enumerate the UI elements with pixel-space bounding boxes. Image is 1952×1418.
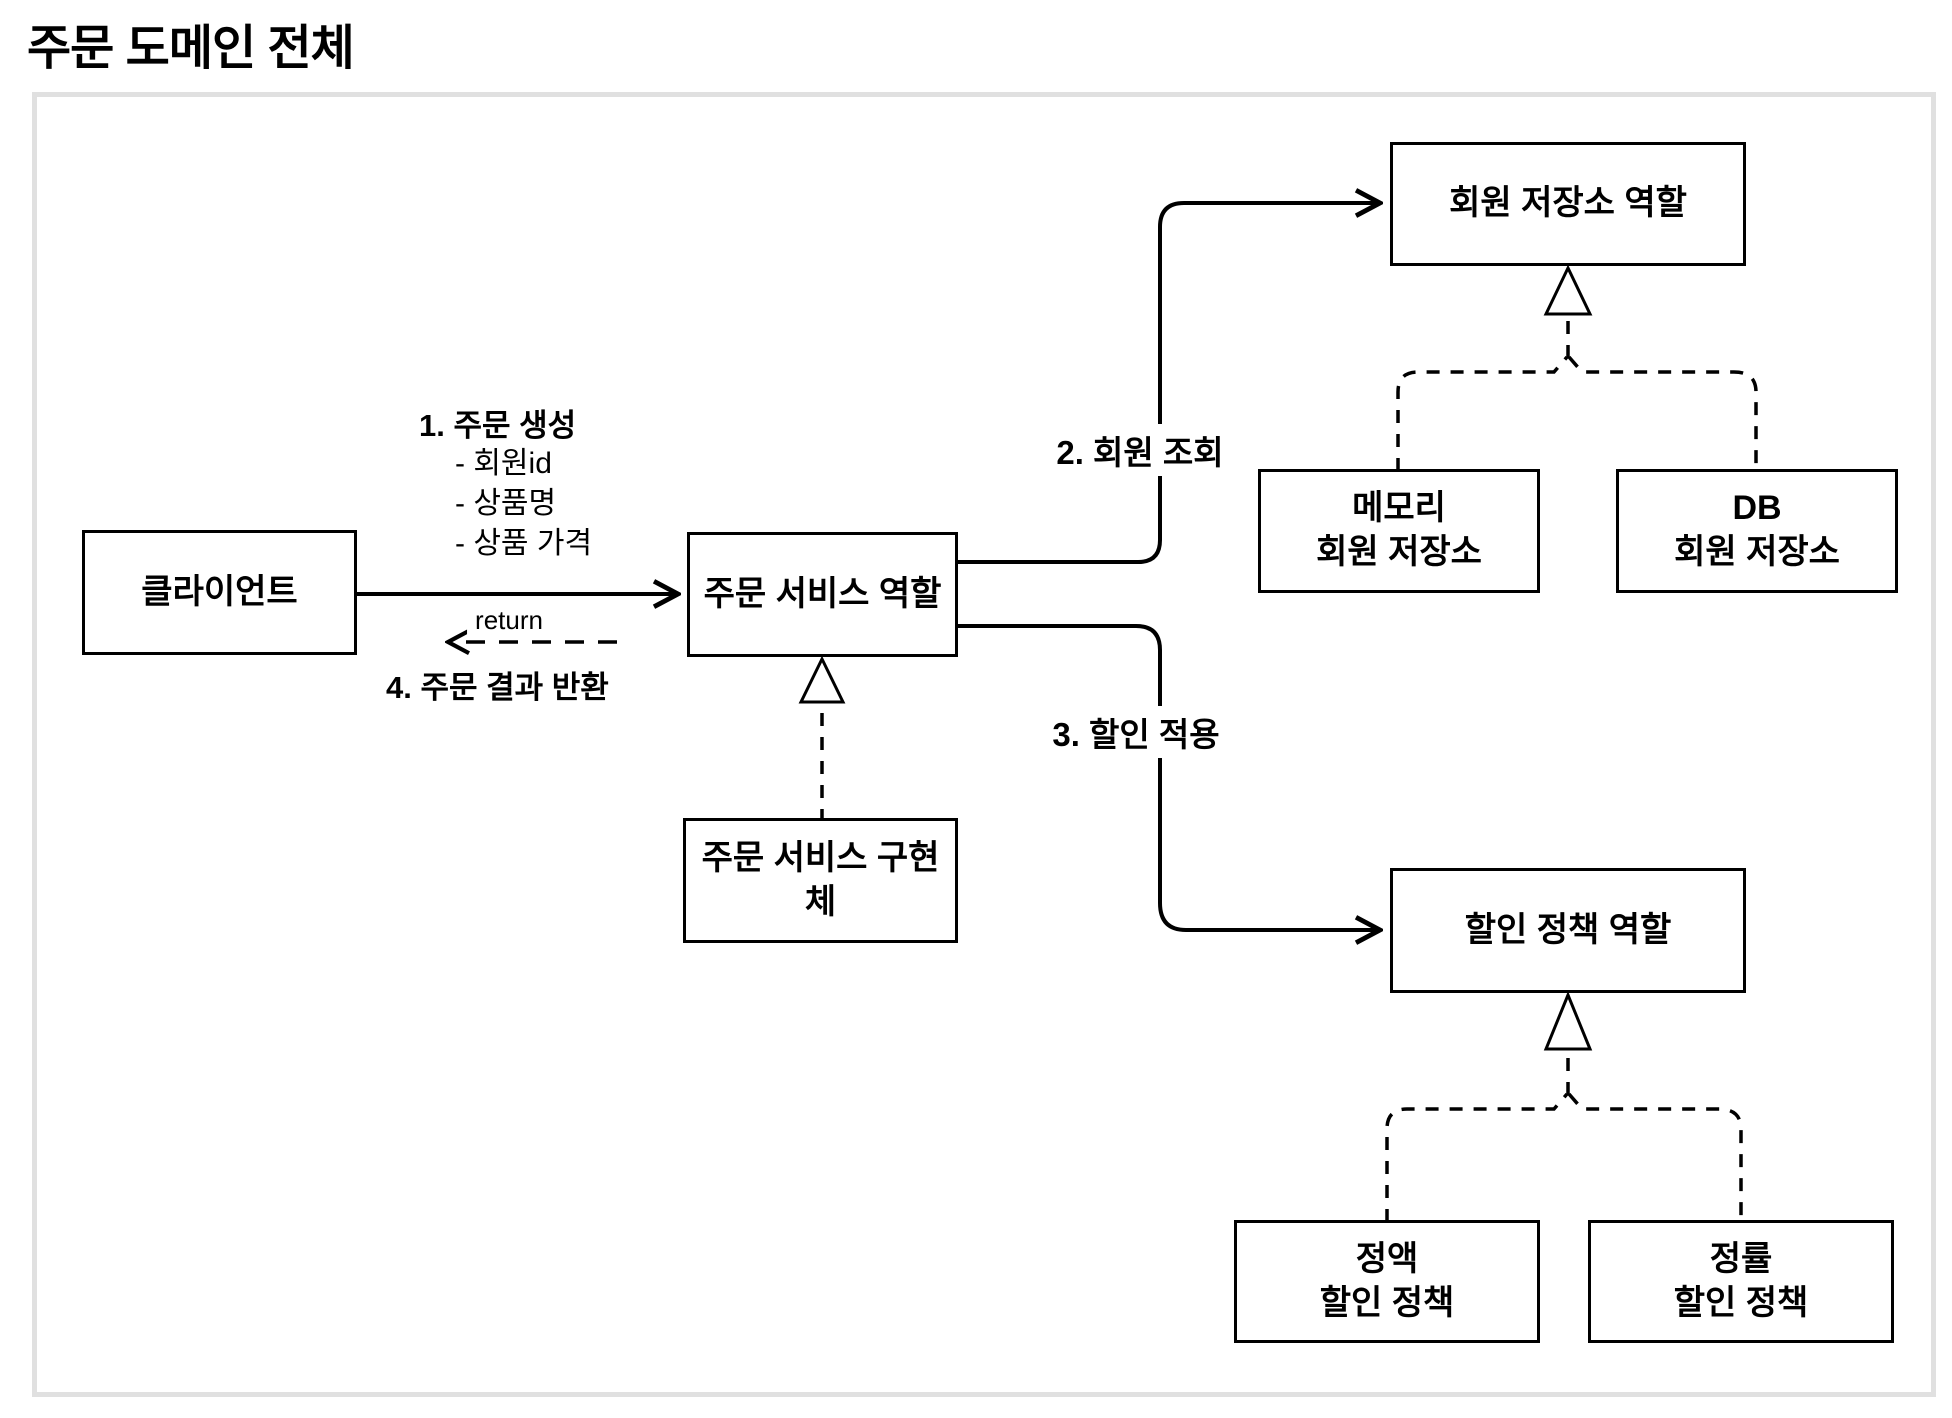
- node-db-member-repo-line2: 회원 저장소: [1674, 533, 1840, 571]
- node-member-repo-role: 회원 저장소 역할: [1390, 142, 1746, 266]
- node-db-member-repo: DB 회원 저장소: [1616, 469, 1898, 593]
- realization-triangle-order: [798, 655, 846, 704]
- node-rate-discount-policy: 정률 할인 정책: [1588, 1220, 1894, 1343]
- edge-label-return: return: [467, 605, 551, 636]
- node-order-service-impl: 주문 서비스 구현체: [683, 818, 958, 943]
- edge-label-find-member: 2. 회원 조회: [1046, 424, 1234, 476]
- rate-policy-realization-line: [1567, 1092, 1743, 1222]
- fixed-policy-realization-line: [1385, 1092, 1569, 1222]
- find-member-arrow: [958, 203, 1380, 564]
- create-order-param: - 회원id: [455, 447, 552, 480]
- diagram-title: 주문 도메인 전체: [27, 22, 355, 75]
- node-memory-member-repo-line2: 회원 저장소: [1316, 533, 1482, 571]
- diagram-frame: [32, 92, 1936, 1397]
- node-discount-policy-role: 할인 정책 역할: [1390, 868, 1746, 993]
- node-rate-discount-policy-line2: 할인 정책: [1673, 1283, 1809, 1322]
- node-member-repo-role-label: 회원 저장소 역할: [1449, 184, 1687, 223]
- node-discount-policy-role-label: 할인 정책 역할: [1464, 910, 1672, 949]
- edge-label-apply-discount: 3. 할인 적용: [1042, 706, 1230, 758]
- node-db-member-repo-line1: DB: [1732, 489, 1782, 528]
- node-order-service-role: 주문 서비스 역할: [687, 532, 958, 657]
- node-fixed-discount-policy-line2: 할인 정책: [1319, 1283, 1455, 1322]
- node-memory-member-repo-line1: 메모리: [1352, 489, 1446, 528]
- realization-triangle-discount: [1543, 991, 1593, 1051]
- node-order-service-impl-label: 주문 서비스 구현체: [701, 838, 940, 921]
- realization-triangle-member: [1543, 264, 1593, 316]
- memory-repo-realization-line: [1396, 355, 1569, 471]
- node-client-label: 클라이언트: [141, 572, 298, 611]
- node-order-service-role-label: 주문 서비스 역할: [703, 574, 942, 613]
- create-order-param: - 상품명: [455, 487, 557, 520]
- apply-discount-arrow: [958, 624, 1380, 930]
- db-repo-realization-line: [1567, 355, 1758, 471]
- edge-label-return-result: 4. 주문 결과 반환: [386, 670, 609, 705]
- node-fixed-discount-policy: 정액 할인 정책: [1234, 1220, 1540, 1343]
- create-order-params: - 회원id - 상품명 - 상품 가격: [455, 444, 592, 564]
- node-fixed-discount-policy-line1: 정액: [1355, 1239, 1419, 1278]
- node-client: 클라이언트: [82, 530, 357, 655]
- edge-label-create-order: 1. 주문 생성: [419, 408, 577, 443]
- node-rate-discount-policy-line1: 정률: [1709, 1239, 1773, 1278]
- node-memory-member-repo: 메모리 회원 저장소: [1258, 469, 1540, 593]
- create-order-param: - 상품 가격: [455, 527, 593, 560]
